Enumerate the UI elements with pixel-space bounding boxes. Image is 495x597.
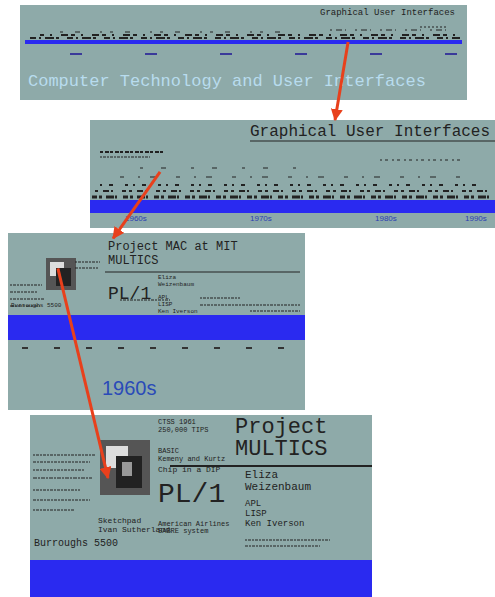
panel-text: Project MAC at MIT xyxy=(108,241,238,253)
panel-text: Sketchpad xyxy=(98,517,141,525)
panel-text: Kemeny and Kurtz xyxy=(158,456,225,463)
panel-text: Graphical User Interfaces xyxy=(250,124,490,140)
panel-text: Weizenbaum xyxy=(158,282,194,288)
timeline-panel: ProjectMULTICS CTSS 1961250,000 TIPS BASIC… xyxy=(30,415,372,597)
panel-text: 1960s xyxy=(102,378,157,398)
panel-text: Weizenbaum xyxy=(245,482,311,493)
timeline-panel: Graphical User InterfacesComputer Techno… xyxy=(20,5,467,100)
panel-text: Ken Iverson xyxy=(158,309,198,315)
panel-text: Eliza xyxy=(245,470,278,481)
panel-text: Burroughs 5500 xyxy=(11,303,61,309)
panel-text: LISP xyxy=(158,302,172,308)
zoom-arrow xyxy=(113,172,160,238)
panel-text: Computer Technology and User Interfaces xyxy=(28,73,426,90)
panel-text: Burroughs 5500 xyxy=(34,539,118,549)
zoom-arrow xyxy=(58,268,108,478)
panel-text: Ken Iverson xyxy=(245,520,304,529)
panel-text: PL/1 xyxy=(158,481,225,509)
zoom-arrow xyxy=(335,42,348,120)
panel-text: Project xyxy=(235,417,327,439)
panel-text: American Airlines SABRE system xyxy=(158,521,238,535)
panel-text: Graphical User Interfaces xyxy=(320,9,455,18)
panel-text: MULTICS xyxy=(108,255,158,267)
timeline-panel: Graphical User Interfaces 1960s 1970s 1980s… xyxy=(90,120,495,228)
panel-text: CTSS 1961 xyxy=(158,419,196,426)
panel-text: BASIC xyxy=(158,448,179,455)
panel-text: MULTICS xyxy=(235,439,327,461)
panel-text: 1970s xyxy=(250,215,272,223)
timeline-panel: Project MAC at MIT MULTICS PL/1 ElizaWeizen… xyxy=(8,233,305,410)
panel-text: LISP xyxy=(245,510,267,519)
panel-text: PL/1 xyxy=(108,285,151,303)
panel-text: APL xyxy=(158,295,169,301)
panel-text: 250,000 TIPS xyxy=(158,427,208,434)
panel-text: 1990s xyxy=(465,215,487,223)
panel-text: 1980s xyxy=(375,215,397,223)
panel-text: Eliza xyxy=(158,275,176,281)
panel-text: APL xyxy=(245,500,261,509)
panel-text: Chip in a DIP xyxy=(158,466,220,474)
panel-text: 1960s xyxy=(125,215,147,223)
